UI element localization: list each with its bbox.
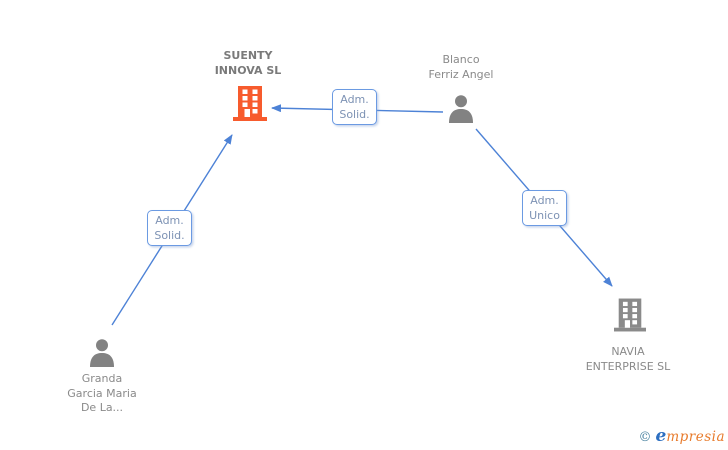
edge-label-line: Adm. <box>340 93 369 106</box>
edge-label-line: Adm. <box>530 194 559 207</box>
edge-label-adm-solid-left: Adm. Solid. <box>147 210 192 246</box>
edge-label-adm-unico: Adm. Unico <box>522 190 567 226</box>
node-label-blanco-ferriz-angel[interactable]: Blanco Ferriz Angel <box>428 53 494 81</box>
empresia-logo[interactable]: © e mpresia <box>638 426 725 446</box>
node-label-suenty-innova-sl[interactable]: SUENTY INNOVA SL <box>214 49 282 77</box>
person-icon-granda[interactable] <box>87 338 117 372</box>
edge-label-line: Unico <box>529 209 560 222</box>
edge-label-adm-solid-top: Adm. Solid. <box>332 89 377 125</box>
edge-label-line: Adm. <box>155 214 184 227</box>
edge-label-line: Solid. <box>339 108 370 121</box>
brand-initial: e <box>655 426 667 446</box>
brand-text: mpresia <box>666 429 725 445</box>
company-building-icon-navia[interactable] <box>614 298 646 336</box>
edge-label-line: Solid. <box>154 229 185 242</box>
node-label-granda-garcia-maria[interactable]: Granda Garcia Maria De La... <box>67 372 137 414</box>
copyright-icon: © <box>638 430 652 445</box>
company-building-icon-suenty[interactable] <box>233 86 267 125</box>
node-label-navia-enterprise-sl[interactable]: NAVIA ENTERPRISE SL <box>585 345 671 373</box>
person-icon-blanco[interactable] <box>446 95 476 127</box>
